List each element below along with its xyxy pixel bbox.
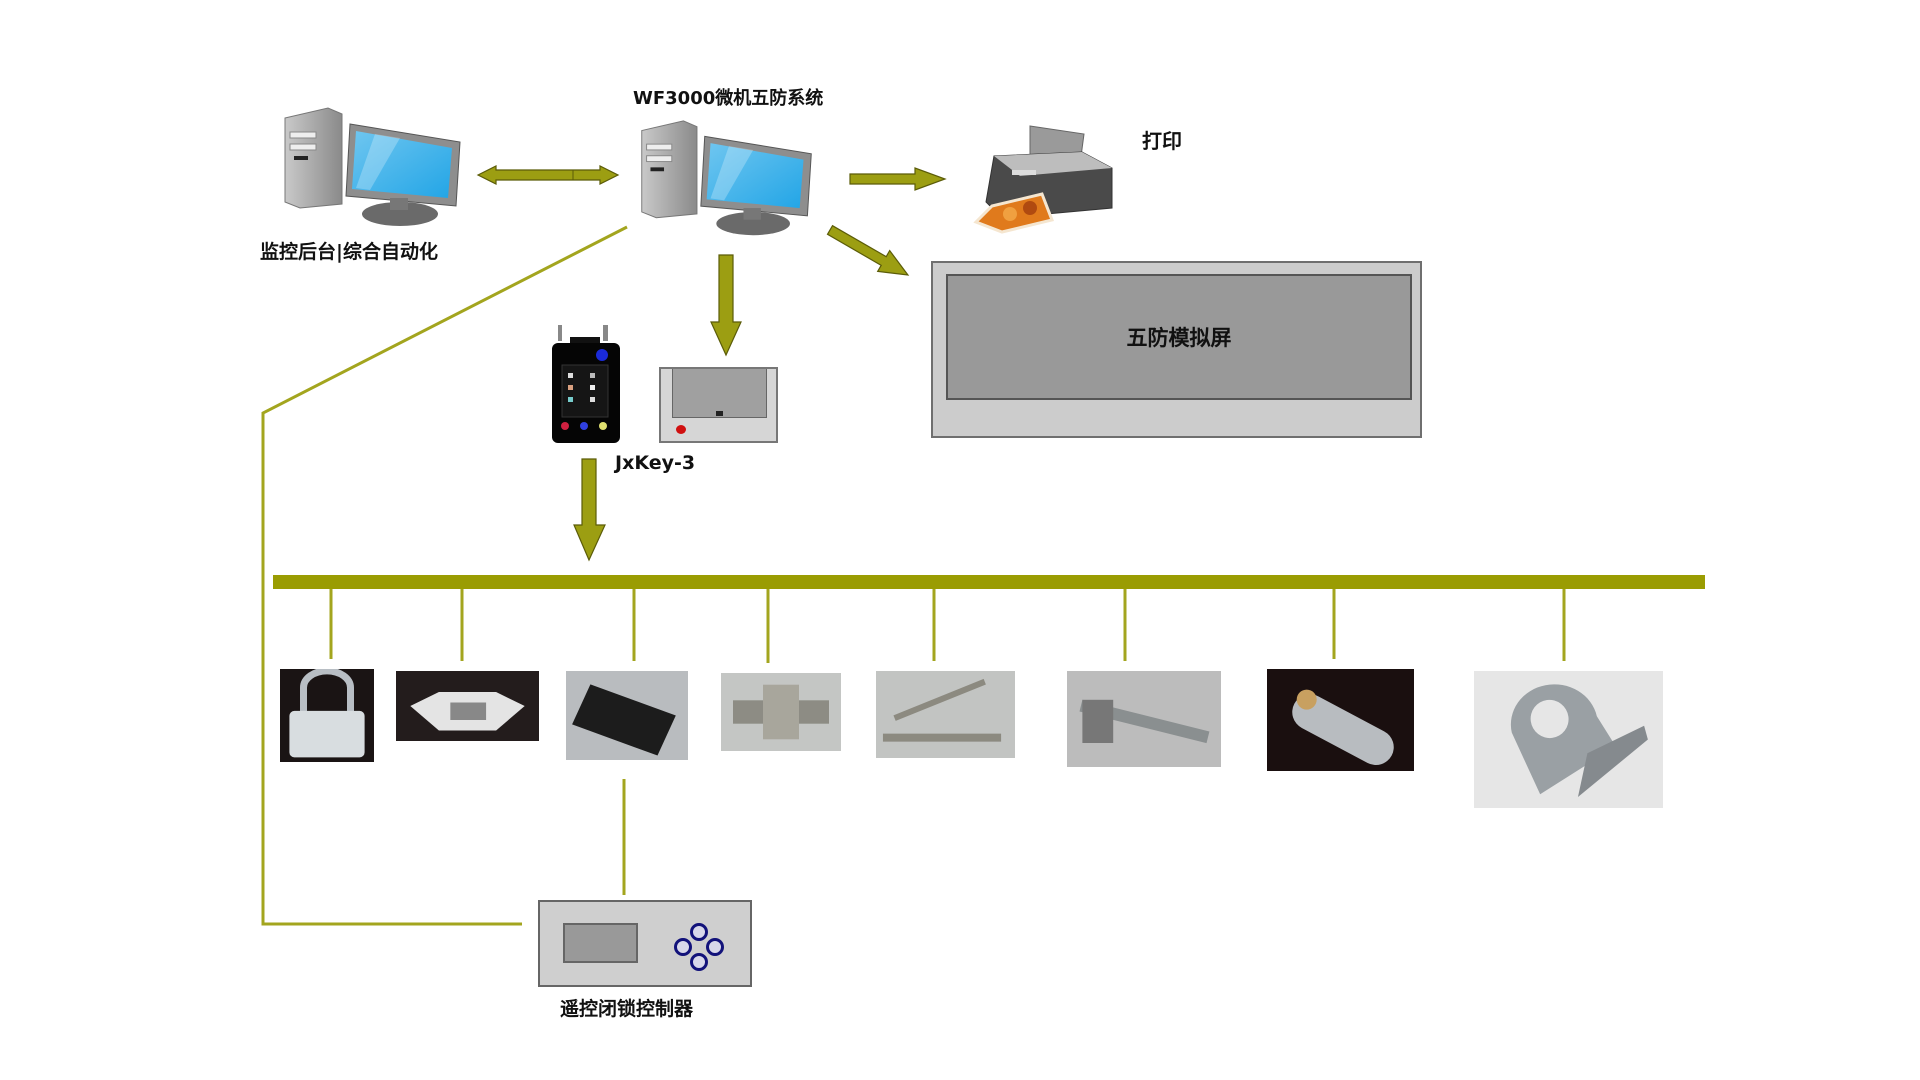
electromagnetic-lock-icon — [566, 671, 688, 760]
simulation-screen: 五防模拟屏 — [931, 261, 1422, 438]
bus-drops — [329, 589, 1566, 663]
bidirectional-arrow — [476, 165, 620, 185]
simulation-screen-label: 五防模拟屏 — [1126, 326, 1232, 350]
lock-plate-icon-graphic — [1292, 689, 1394, 765]
lock-bracket-icon — [1474, 671, 1663, 808]
controller-button-down — [690, 953, 708, 971]
key-label: JxKey-3 — [615, 452, 696, 474]
mechanical-lock-icon-graphic — [733, 684, 829, 740]
lock-plate-icon — [1267, 669, 1414, 771]
lock-bus — [273, 575, 1705, 589]
simulation-screen-panel: 五防模拟屏 — [946, 274, 1412, 400]
padlock-icon — [280, 669, 374, 762]
electromagnetic-lock-icon-graphic — [572, 684, 676, 756]
electric-lock-icon-graphic — [410, 692, 525, 731]
grounding-lock-icon — [1067, 671, 1221, 767]
padlock-icon-graphic — [289, 669, 365, 758]
main-system-title: WF3000微机五防系统 — [633, 88, 824, 109]
monitor-backend-label: 监控后台|综合自动化 — [260, 241, 438, 263]
lock-pin-icon-graphic — [882, 678, 1002, 742]
printer-icon — [973, 125, 1113, 234]
printer-label: 打印 — [1142, 129, 1182, 153]
controller-display — [563, 923, 638, 963]
remote-controller — [538, 900, 752, 987]
handheld-computer-key-icon — [552, 325, 620, 443]
lock-bracket-icon-graphic — [1510, 684, 1648, 798]
desktop-computer-icon — [284, 107, 461, 226]
mechanical-lock-icon — [721, 673, 841, 751]
arrow-to-key-adapter — [710, 254, 742, 357]
arrow-to-printer — [849, 167, 947, 191]
card-reader-dock-icon — [659, 367, 778, 443]
remote-control-line — [261, 225, 628, 926]
grounding-lock-icon-graphic — [1079, 699, 1210, 744]
remote-controller-label: 遥控闭锁控制器 — [560, 998, 694, 1020]
arrow-to-simulation-screen — [826, 224, 910, 276]
lock-pin-icon — [876, 671, 1015, 758]
electric-lock-icon — [396, 671, 539, 741]
arrow-key-to-bus — [573, 458, 606, 562]
controller-button-right — [706, 938, 724, 956]
controller-button-left — [674, 938, 692, 956]
desktop-computer-icon — [641, 120, 812, 236]
controller-button-up — [690, 923, 708, 941]
